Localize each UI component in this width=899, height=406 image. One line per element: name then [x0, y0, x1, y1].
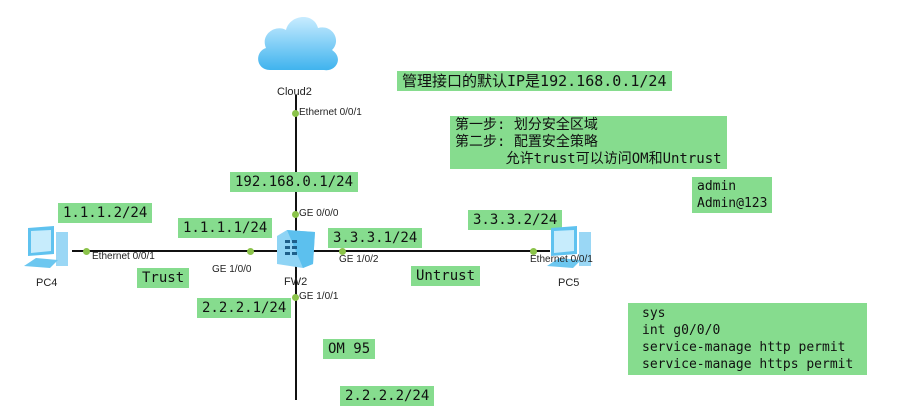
trust-zone-label: Trust: [137, 268, 190, 288]
step-2-detail: 允许trust可以访问OM和Untrust: [455, 151, 722, 167]
command-line: int g0/0/0: [642, 323, 721, 338]
fw-om-ip-label: 2.2.2.1/24: [197, 298, 292, 318]
password: Admin@123: [697, 196, 768, 211]
fw-port-ge100: GE 1/0/0: [212, 264, 252, 275]
command-line: sys: [642, 306, 666, 321]
fw-port-ge102: GE 1/0/2: [339, 254, 379, 265]
port-dot: [292, 294, 299, 301]
port-dot: [530, 248, 537, 255]
fw-untrust-ip-label: 3.3.3.1/24: [328, 228, 423, 248]
step-2: 第二步: 配置安全策略: [455, 134, 598, 150]
pc4-icon[interactable]: [22, 226, 72, 270]
fw-trust-ip-label: 1.1.1.1/24: [178, 218, 273, 238]
fw-port-ge000: GE 0/0/0: [299, 208, 339, 219]
om-zone-label: OM 95: [323, 339, 376, 359]
port-dot: [339, 248, 346, 255]
om-peer-ip-label: 2.2.2.2/24: [340, 386, 435, 406]
mgmt-note: 管理接口的默认IP是192.168.0.1/24: [397, 71, 672, 91]
steps-note: 第一步: 划分安全区域第二步: 配置安全策略 允许trust可以访问OM和Unt…: [450, 116, 727, 169]
cloud-icon[interactable]: [252, 8, 342, 80]
firewall-icon[interactable]: [273, 228, 317, 270]
command-line: service-manage https permit: [642, 357, 854, 372]
mgmt-ip-label: 192.168.0.1/24: [230, 172, 359, 192]
pc4-port: Ethernet 0/0/1: [92, 251, 155, 262]
pc5-port: Ethernet 0/0/1: [530, 254, 593, 265]
command-line: service-manage http permit: [642, 340, 846, 355]
username: admin: [697, 179, 737, 194]
pc5-icon[interactable]: [545, 226, 595, 270]
untrust-zone-label: Untrust: [411, 266, 481, 286]
pc4-name: PC4: [36, 277, 58, 289]
commands-note: sys int g0/0/0 service-manage http permit s…: [628, 303, 868, 375]
cloud-name: Cloud2: [277, 86, 312, 98]
port-dot: [292, 110, 299, 117]
step-1: 第一步: 划分安全区域: [455, 117, 598, 133]
pc5-name: PC5: [558, 277, 580, 289]
pc5-ip-label: 3.3.3.2/24: [468, 210, 563, 230]
port-dot: [292, 211, 299, 218]
fw-port-ge101: GE 1/0/1: [299, 291, 339, 302]
port-dot: [83, 248, 90, 255]
port-dot: [247, 248, 254, 255]
fw-name: FW2: [284, 276, 308, 288]
pc4-ip-label: 1.1.1.2/24: [58, 203, 153, 223]
cloud-port: Ethernet 0/0/1: [299, 107, 362, 118]
